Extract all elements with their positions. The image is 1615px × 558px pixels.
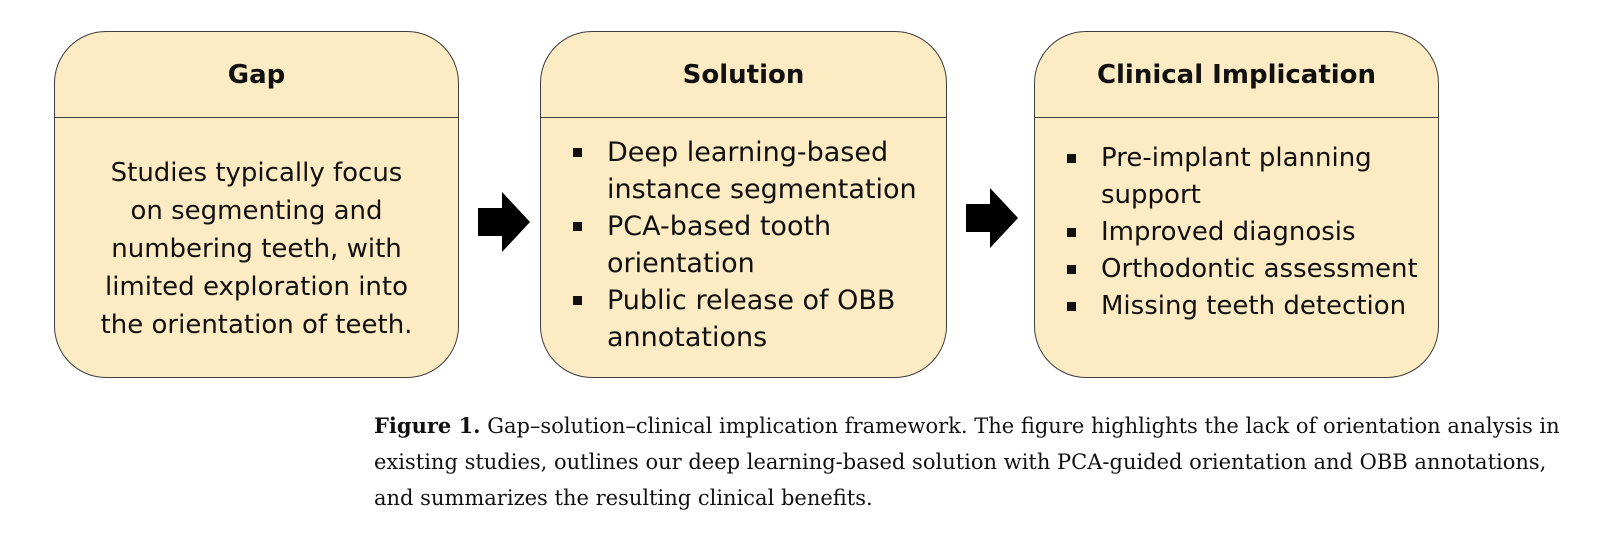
bullet-line: instance segmentation bbox=[607, 174, 917, 205]
clinical-bullet-item: Pre-implant planning support bbox=[1063, 140, 1428, 214]
clinical-implication-box: Clinical Implication Pre-implant plannin… bbox=[1034, 31, 1439, 378]
bullet-square-icon bbox=[1067, 154, 1076, 163]
gap-box-title: Gap bbox=[227, 59, 286, 90]
bullet-square-icon bbox=[1067, 302, 1076, 311]
clinical-implication-box-title: Clinical Implication bbox=[1096, 59, 1377, 90]
solution-box: Solution Deep learning-based instance se… bbox=[540, 31, 947, 378]
right-arrow-icon bbox=[478, 192, 530, 252]
bullet-line: Deep learning-based bbox=[607, 137, 889, 168]
gap-box-text: Studies typically focus on segmenting an… bbox=[55, 154, 458, 344]
bullet-square-icon bbox=[1067, 265, 1076, 274]
clinical-bullet-list: Pre-implant planning support Improved di… bbox=[1063, 140, 1428, 325]
solution-box-title: Solution bbox=[682, 59, 805, 90]
clinical-implication-box-header: Clinical Implication bbox=[1035, 32, 1438, 118]
gap-box: Gap Studies typically focus on segmentin… bbox=[54, 31, 459, 378]
bullet-square-icon bbox=[573, 148, 582, 157]
bullet-square-icon bbox=[573, 222, 582, 231]
bullet-line: Orthodontic assessment bbox=[1101, 254, 1418, 284]
solution-bullet-item: Public release of OBB annotations bbox=[569, 282, 936, 356]
gap-text-line: limited exploration into bbox=[104, 272, 408, 302]
solution-bullet-list: Deep learning-based instance segmentatio… bbox=[569, 134, 936, 356]
clinical-bullet-item: Improved diagnosis bbox=[1063, 214, 1428, 251]
right-arrow-icon bbox=[966, 188, 1018, 248]
bullet-line: annotations bbox=[607, 322, 768, 353]
bullet-line: Pre-implant planning bbox=[1101, 143, 1372, 173]
gap-text-line: the orientation of teeth. bbox=[100, 310, 413, 340]
bullet-line: Missing teeth detection bbox=[1101, 291, 1407, 321]
bullet-line: orientation bbox=[607, 248, 755, 279]
gap-text-line: numbering teeth, with bbox=[111, 234, 402, 264]
bullet-square-icon bbox=[1067, 228, 1076, 237]
clinical-bullet-item: Orthodontic assessment bbox=[1063, 251, 1428, 288]
gap-box-header: Gap bbox=[55, 32, 458, 118]
gap-text-line: on segmenting and bbox=[130, 196, 383, 226]
figure-caption-text: Gap–solution–clinical implication framew… bbox=[374, 414, 1560, 510]
gap-text-line: Studies typically focus bbox=[110, 158, 403, 188]
clinical-implication-box-body: Pre-implant planning support Improved di… bbox=[1035, 118, 1438, 377]
solution-box-header: Solution bbox=[541, 32, 946, 118]
bullet-line: support bbox=[1101, 180, 1201, 210]
bullet-square-icon bbox=[573, 296, 582, 305]
solution-bullet-item: Deep learning-based instance segmentatio… bbox=[569, 134, 936, 208]
figure-label: Figure 1. bbox=[374, 413, 481, 438]
clinical-bullet-item: Missing teeth detection bbox=[1063, 288, 1428, 325]
figure-caption: Figure 1. Gap–solution–clinical implicat… bbox=[374, 408, 1579, 516]
solution-box-body: Deep learning-based instance segmentatio… bbox=[541, 118, 946, 377]
bullet-line: Improved diagnosis bbox=[1101, 217, 1356, 247]
gap-box-body: Studies typically focus on segmenting an… bbox=[55, 118, 458, 377]
bullet-line: PCA-based tooth bbox=[607, 211, 832, 242]
solution-bullet-item: PCA-based tooth orientation bbox=[569, 208, 936, 282]
bullet-line: Public release of OBB bbox=[607, 285, 896, 316]
